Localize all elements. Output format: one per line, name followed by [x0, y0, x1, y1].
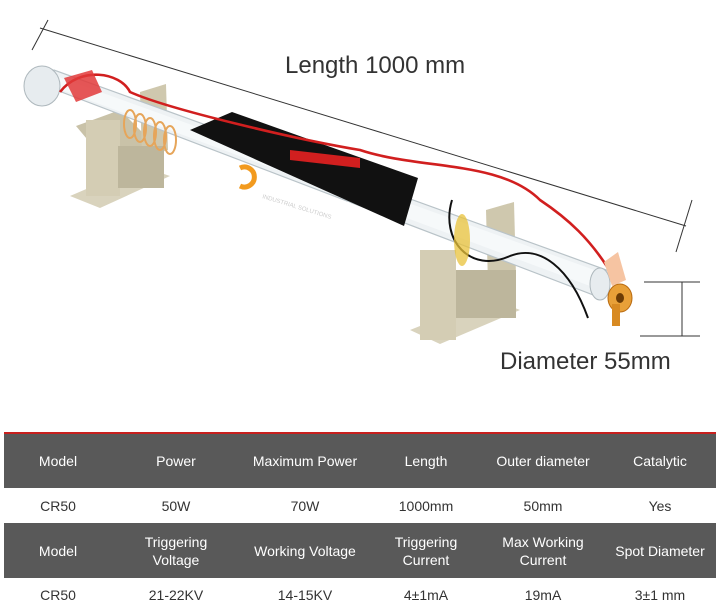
product-image: CLOUDRAY INDUSTRIAL SOLUTIONS Length 100…	[23, 19, 700, 375]
header-catalytic: Catalytic	[633, 453, 687, 469]
value-catalytic: Yes	[648, 497, 672, 514]
length-dimension-line	[31, 19, 693, 253]
value-max-power: 70W	[290, 497, 320, 514]
diameter-label: Diameter 55mm	[500, 348, 671, 375]
yellow-band	[454, 214, 470, 266]
spec-table: Model Power Maximum Power Length Outer d…	[4, 432, 716, 612]
diameter-dimension-line	[640, 281, 700, 337]
header-power: Power	[156, 453, 196, 469]
header-spot-diameter: Spot Diameter	[615, 542, 705, 559]
spec-header-row-1: Model Power Maximum Power Length Outer d…	[4, 434, 716, 488]
value-model: CR50	[40, 497, 76, 514]
header-max-power: Maximum Power	[252, 453, 358, 469]
coil	[123, 109, 177, 155]
header-model-2: Model	[38, 542, 78, 559]
spec-header-row-2: Model Triggering Voltage Working Voltage…	[4, 523, 716, 578]
header-triggering-current: Triggering Current	[394, 533, 458, 568]
red-connector	[290, 150, 360, 168]
header-working-voltage: Working Voltage	[254, 542, 356, 559]
value-model-2: CR50	[40, 587, 76, 603]
spec-value-row-1: CR50 50W 70W 1000mm 50mm Yes	[4, 488, 716, 523]
header-length: Length	[404, 453, 448, 469]
value-outer-diameter: 50mm	[523, 497, 563, 514]
spec-value-row-2: CR50 21-22KV 14-15KV 4±1mA 19mA 3±1 mm	[4, 578, 716, 612]
output-nozzle	[604, 252, 633, 326]
value-triggering-voltage: 21-22KV	[148, 587, 204, 603]
value-triggering-current: 4±1mA	[403, 587, 449, 603]
length-label: Length 1000 mm	[285, 52, 466, 79]
red-wire	[58, 73, 610, 269]
header-max-working-current: Max Working Current	[502, 533, 584, 568]
value-length: 1000mm	[398, 497, 454, 514]
right-stand	[410, 202, 520, 344]
value-power: 50W	[161, 497, 191, 514]
laser-tube-illustration: CLOUDRAY INDUSTRIAL SOLUTIONS	[23, 19, 700, 344]
header-triggering-voltage: Triggering Voltage	[144, 533, 208, 568]
header-outer-diameter: Outer diameter	[496, 453, 590, 469]
value-working-voltage: 14-15KV	[277, 587, 333, 603]
value-spot-diameter: 3±1 mm	[634, 587, 686, 603]
left-red-cap	[64, 70, 102, 102]
value-max-working-current: 19mA	[524, 587, 562, 603]
black-wire	[448, 199, 589, 319]
header-model: Model	[38, 453, 78, 469]
